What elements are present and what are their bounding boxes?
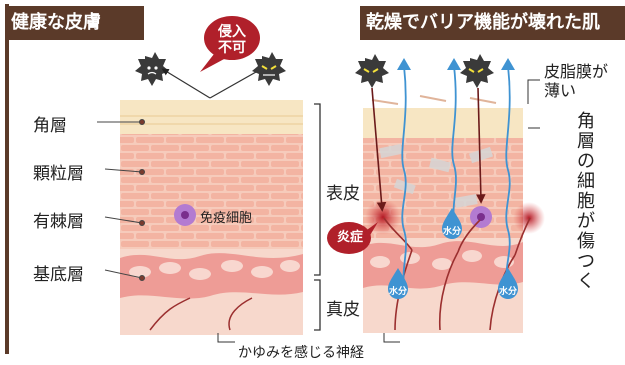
frame-left-border	[5, 4, 9, 354]
damaged-cells-label-char: 角	[577, 111, 595, 132]
damaged-cells-label: 角層の細胞が傷つく	[575, 112, 597, 292]
germ-icon-right	[252, 52, 286, 86]
damaged-cells-label-char: が	[577, 211, 595, 232]
damaged-cells-label-char: 層	[577, 131, 595, 152]
invasion-arrows	[371, 87, 486, 212]
header-healthy-skin: 健康な皮膚	[5, 6, 144, 40]
bubble-line1: 侵入	[218, 24, 246, 40]
damaged-cells-label-char: く	[577, 271, 595, 292]
layer-label-granular: 顆粒層	[33, 164, 84, 184]
sebum-wisps	[371, 95, 497, 105]
water-drop-icon-1	[388, 268, 408, 299]
layer-label-corneum: 角層	[33, 116, 67, 136]
bubble-line2: 不可	[218, 40, 246, 56]
brace-dermis	[314, 279, 321, 331]
invasion-blocked-bubble	[200, 16, 260, 72]
germ-icon-invader-2	[460, 54, 494, 88]
water-arrow-heads	[397, 58, 515, 70]
inflammation-badge	[327, 222, 378, 254]
epidermis-label: 表皮	[326, 184, 360, 204]
healthy-skin-block	[120, 100, 303, 335]
immune-cell-label: 免疫細胞	[200, 211, 253, 226]
sebum-thin-label: 皮脂膜が薄い	[544, 62, 609, 100]
water-drop-icon-3	[498, 268, 518, 299]
header-damaged-skin: 乾燥でバリア機能が壊れた肌	[360, 6, 625, 40]
water-drop-icon-2	[442, 208, 462, 239]
layer-label-basal: 基底層	[33, 265, 84, 285]
layer-pointer-lines	[97, 119, 145, 281]
right-label-pointers	[527, 79, 540, 129]
water-label-2: 水分	[442, 227, 461, 237]
layer-label-spinous: 有棘層	[33, 212, 84, 232]
damaged-cells-label-char: 傷	[577, 231, 595, 252]
damaged-cells-label-char: つ	[577, 251, 595, 272]
itch-nerve-label: かゆみを感じる神経	[238, 345, 364, 361]
water-label-1: 水分	[388, 287, 407, 297]
damaged-cells-label-char: 細	[577, 171, 595, 192]
germ-icon-invader-1	[355, 54, 389, 88]
water-label-3: 水分	[498, 287, 517, 297]
damaged-cells-label-char: 胞	[577, 191, 595, 212]
immune-cell-icon	[174, 204, 196, 226]
inflammation-label: 炎症	[336, 230, 363, 245]
bounce-lines	[161, 68, 257, 99]
immune-cell-icon-right	[470, 206, 492, 228]
brace-epidermis	[314, 103, 321, 276]
dermis-label: 真皮	[326, 300, 360, 320]
invasion-blocked-text: 侵入 不可	[212, 24, 252, 56]
water-escape-arrows	[401, 65, 511, 291]
germ-icon-left	[135, 52, 169, 86]
inflammation-glow-right	[513, 202, 545, 234]
damaged-cells-label-char: の	[577, 151, 595, 172]
nerve-label-bracket	[217, 333, 400, 343]
